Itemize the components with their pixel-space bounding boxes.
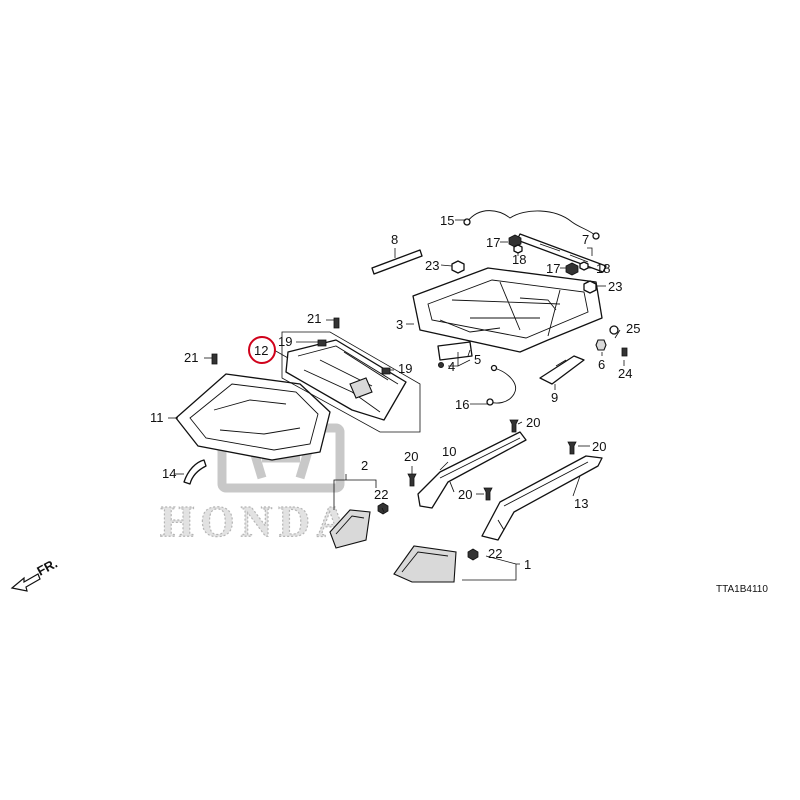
part-18-nut[interactable] [513, 244, 523, 254]
callout-21-b[interactable]: 21 [307, 311, 321, 326]
callout-12[interactable]: 12 [254, 343, 268, 358]
callout-16[interactable]: 16 [455, 397, 469, 412]
part-9-lever[interactable] [539, 355, 585, 385]
callout-18[interactable]: 18 [512, 252, 526, 267]
part-5-bracket[interactable] [437, 341, 473, 361]
part-23-nut[interactable] [451, 260, 465, 274]
part-19-bolt-2[interactable] [381, 367, 391, 375]
part-22-nut-2[interactable] [467, 548, 479, 561]
part-3-seat-frame[interactable] [412, 267, 603, 353]
part-7-rod[interactable] [516, 233, 607, 273]
callout-19[interactable]: 19 [278, 334, 292, 349]
callout-23[interactable]: 23 [425, 258, 439, 273]
part-1-cover[interactable] [393, 545, 457, 583]
callout-20-b[interactable]: 20 [592, 439, 606, 454]
part-19-bolt[interactable] [317, 339, 327, 347]
part-20-bolt-2[interactable] [567, 441, 577, 455]
callout-labels: 15 7 17 18 8 23 17 18 23 3 25 5 4 6 24 9… [150, 213, 640, 572]
callout-24[interactable]: 24 [618, 366, 632, 381]
callout-21[interactable]: 21 [184, 350, 198, 365]
callout-7[interactable]: 7 [582, 232, 589, 247]
callout-20-d[interactable]: 20 [458, 487, 472, 502]
callout-22-b[interactable]: 22 [488, 546, 502, 561]
part-21-bolt[interactable] [333, 317, 340, 329]
part-11-seat-cushion[interactable] [175, 373, 331, 461]
callout-1[interactable]: 1 [524, 557, 531, 572]
part-20-bolt[interactable] [509, 419, 519, 433]
part-25-clip[interactable] [609, 325, 619, 335]
callout-10[interactable]: 10 [442, 444, 456, 459]
callout-8[interactable]: 8 [391, 232, 398, 247]
callout-6[interactable]: 6 [598, 357, 605, 372]
front-arrow-icon [10, 573, 41, 592]
callout-20-c[interactable]: 20 [404, 449, 418, 464]
part-13-rail[interactable] [481, 455, 603, 541]
front-direction-indicator: FR. [10, 556, 60, 592]
callout-19-b[interactable]: 19 [398, 361, 412, 376]
callout-5[interactable]: 5 [474, 352, 481, 367]
callout-20[interactable]: 20 [526, 415, 540, 430]
part-24-bolt[interactable] [621, 347, 628, 357]
part-12-bracket [281, 331, 421, 433]
part-10-rail[interactable] [417, 431, 527, 509]
fasteners [211, 234, 628, 561]
callout-22[interactable]: 22 [374, 487, 388, 502]
callout-2[interactable]: 2 [361, 458, 368, 473]
part-18-nut-2[interactable] [579, 261, 589, 271]
part-23-nut-2[interactable] [583, 280, 597, 294]
leader-lines [168, 219, 625, 581]
part-17-nut[interactable] [508, 234, 522, 248]
part-16-wire[interactable] [486, 364, 516, 406]
highlight-circle [248, 336, 276, 364]
part-17-nut-2[interactable] [565, 262, 579, 276]
watermark-brand-text: HONDA [160, 497, 354, 546]
callout-11[interactable]: 11 [150, 410, 164, 425]
callout-17[interactable]: 17 [486, 235, 500, 250]
part-21-bolt-2[interactable] [211, 353, 218, 365]
honda-watermark: HONDA [159, 423, 354, 547]
callout-14[interactable]: 14 [162, 466, 176, 481]
callout-3[interactable]: 3 [396, 317, 403, 332]
part-22-nut[interactable] [377, 502, 389, 515]
callout-25[interactable]: 25 [626, 321, 640, 336]
part-20-bolt-3[interactable] [407, 473, 417, 487]
part-8-strap[interactable] [371, 249, 423, 275]
callout-17-b[interactable]: 17 [546, 261, 560, 276]
callout-9[interactable]: 9 [551, 390, 558, 405]
callout-15[interactable]: 15 [440, 213, 454, 228]
part-14-hose[interactable] [183, 459, 207, 485]
part-20-bolt-4[interactable] [483, 487, 493, 501]
part-2-cover[interactable] [329, 509, 371, 549]
diagram-code: TTA1B4110 [716, 584, 768, 595]
callout-4[interactable]: 4 [448, 359, 455, 374]
callout-23-b[interactable]: 23 [608, 279, 622, 294]
callout-13[interactable]: 13 [574, 496, 588, 511]
callout-18-b[interactable]: 18 [596, 261, 610, 276]
part-12-cushion-pan[interactable] [285, 339, 407, 421]
part-15-cable[interactable] [463, 210, 600, 240]
part-4-clip[interactable] [437, 361, 444, 368]
part-6-grommet[interactable] [595, 339, 607, 351]
